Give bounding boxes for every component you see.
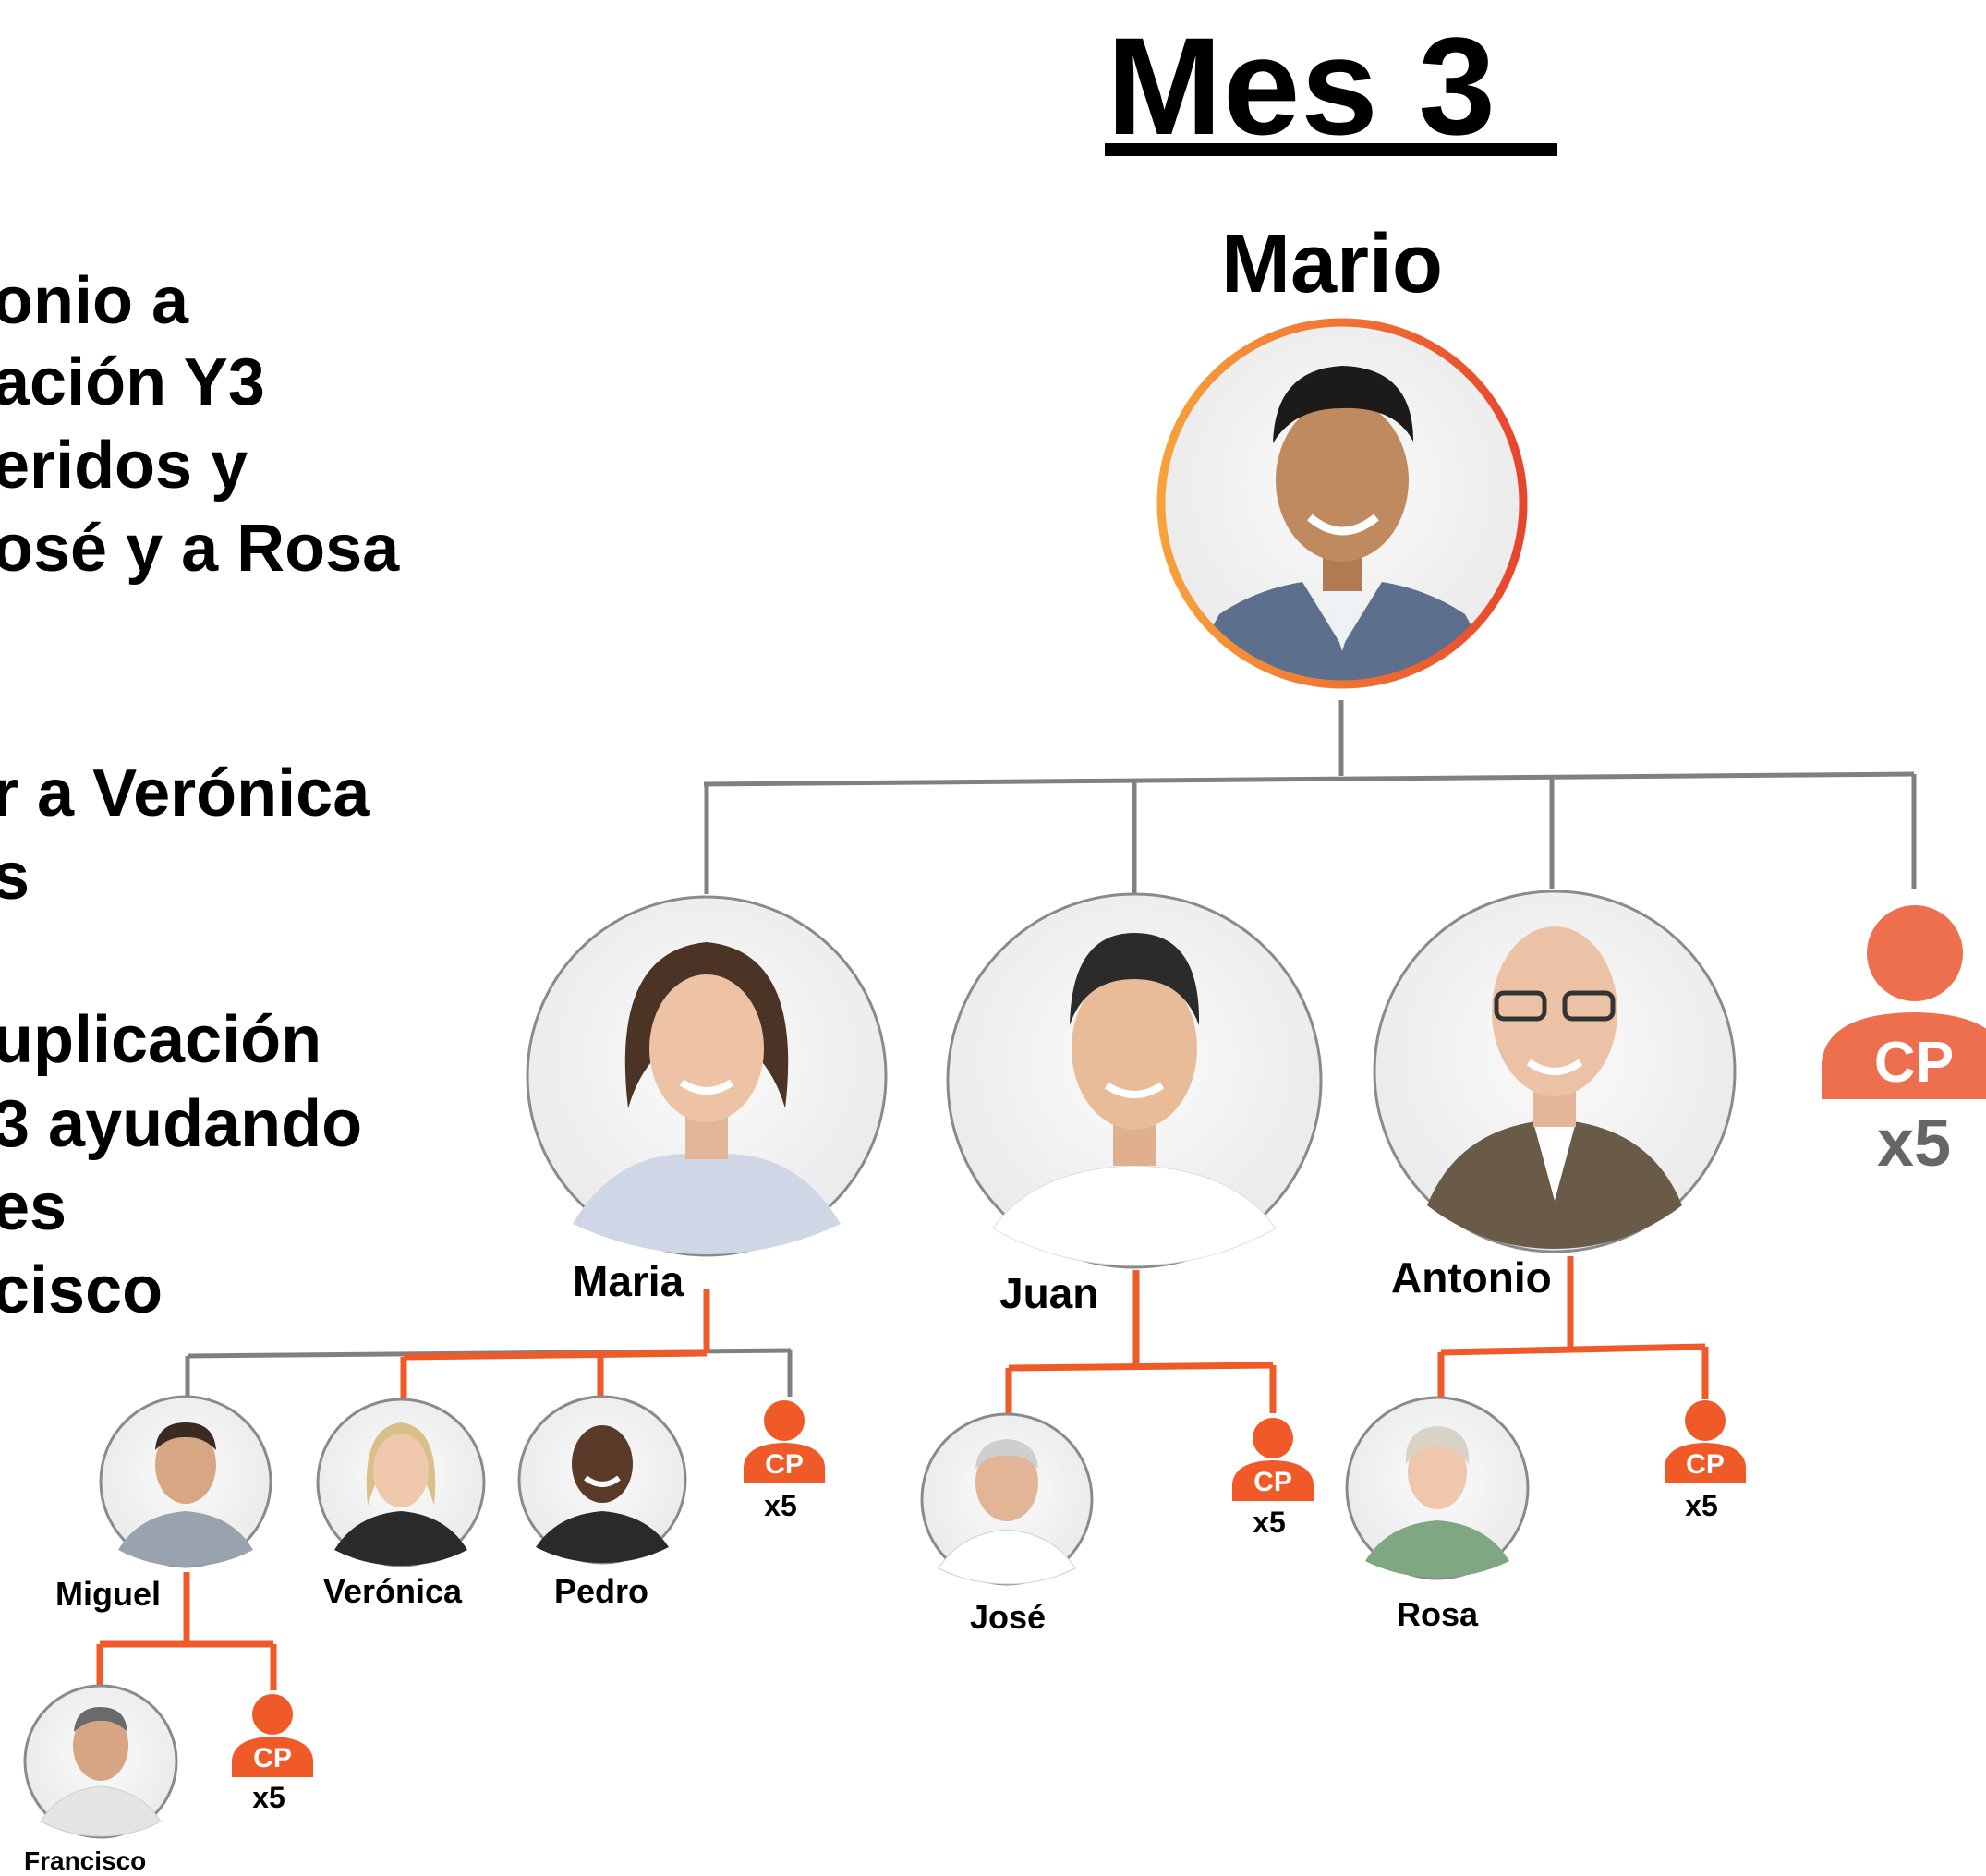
rosa-photo [1345, 1396, 1530, 1580]
root-name: Mario [1221, 218, 1444, 310]
juan-photo [946, 892, 1323, 1269]
maria-photo [526, 895, 888, 1257]
antonio-photo [1373, 890, 1737, 1253]
cp-label: CP [1253, 1467, 1292, 1497]
left-text-block-3-line-2: 3 ayudando [0, 1087, 363, 1161]
placeholder-person-icon [232, 1694, 313, 1777]
placeholder-person-icon [744, 1400, 825, 1483]
francisco-photo [23, 1684, 178, 1839]
cp-label: CP [253, 1743, 292, 1773]
cp-label: CP [765, 1449, 804, 1480]
placeholder-person-icon [1665, 1400, 1746, 1483]
node-name-veronica: Verónica [323, 1572, 463, 1610]
node-name-juan: Juan [999, 1269, 1099, 1317]
cp-label: CP [1873, 1031, 1955, 1095]
left-text-block-2-line-2: s [0, 840, 30, 914]
cp-multiplier: x5 [1685, 1489, 1718, 1522]
miguel-photo [99, 1395, 272, 1568]
left-text-block-3-line-3: es [0, 1170, 67, 1244]
node-name-pedro: Pedro [554, 1572, 649, 1610]
cp-multiplier: x5 [1253, 1506, 1286, 1539]
node-name-francisco: Francisco [24, 1846, 147, 1875]
node-name-jose: José [970, 1598, 1047, 1636]
left-text-block-1-line-2: ación Y3 [0, 345, 265, 419]
orange-ring [1156, 318, 1528, 689]
person-photo-icon [1182, 366, 1502, 682]
jose-photo [920, 1412, 1094, 1586]
node-name-miguel: Miguel [55, 1575, 161, 1613]
cp-multiplier: x5 [764, 1489, 797, 1522]
left-text-block-1-line-3: eridos y [0, 429, 248, 502]
placeholder-person-icon [1822, 905, 1986, 1099]
left-text-block-3-line-1: uplicación [0, 1003, 322, 1077]
title-underline [1105, 143, 1557, 156]
mario-photo [1156, 318, 1528, 689]
left-text-block-3-line-4: cisco [0, 1253, 163, 1327]
left-text-block-2-line-1: r a Verónica [0, 756, 370, 830]
node-name-antonio: Antonio [1391, 1253, 1552, 1301]
pedro-photo [517, 1395, 687, 1565]
left-text-block-1-line-4: osé y a Rosa [0, 512, 400, 586]
veronica-photo [316, 1398, 486, 1567]
cp-multiplier: x5 [252, 1781, 285, 1814]
placeholder-person-icon [1232, 1418, 1314, 1501]
page-title: Mes 3 [1107, 8, 1496, 163]
left-text-block-1-line-1: onio a [0, 264, 188, 338]
cp-multiplier: x5 [1876, 1107, 1952, 1180]
orange-connectors [96, 1256, 1709, 1690]
node-name-maria: Maria [573, 1257, 684, 1305]
node-name-rosa: Rosa [1397, 1595, 1479, 1633]
cp-label: CP [1686, 1449, 1725, 1480]
